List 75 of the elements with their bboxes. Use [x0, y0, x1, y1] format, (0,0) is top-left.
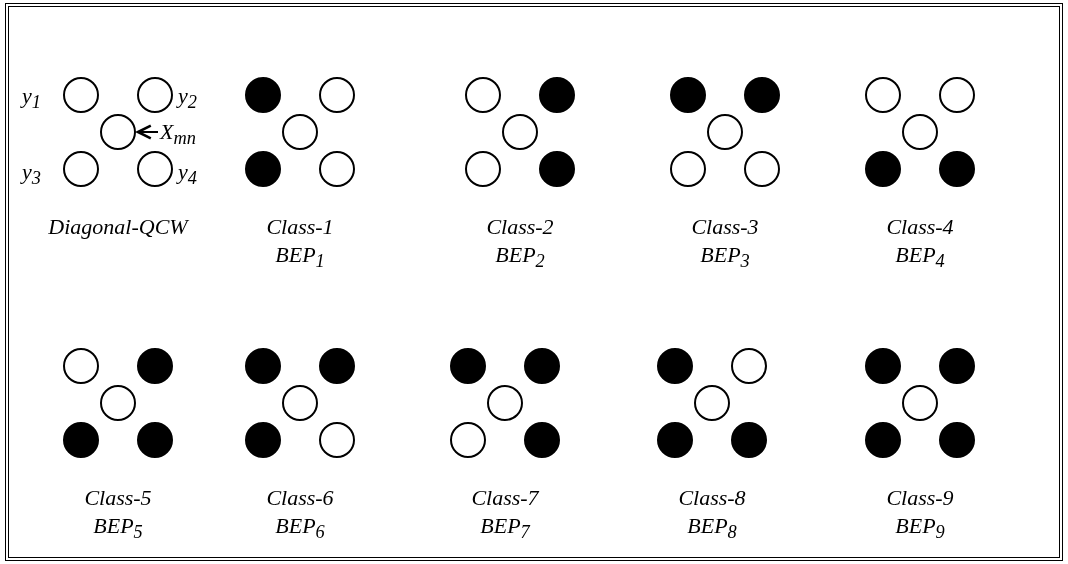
filled-circle — [137, 348, 173, 384]
open-circle — [865, 77, 901, 113]
open-circle — [63, 77, 99, 113]
open-circle — [319, 422, 355, 458]
open-circle — [100, 385, 136, 421]
arrow — [136, 124, 159, 140]
open-circle — [465, 151, 501, 187]
caption: BEP$_{2}$ — [495, 243, 545, 274]
open-circle — [707, 114, 743, 150]
caption: BEP$_{9}$ — [895, 514, 945, 545]
filled-circle — [865, 151, 901, 187]
filled-circle — [63, 422, 99, 458]
caption: BEP$_{7}$ — [480, 514, 530, 545]
open-circle — [137, 77, 173, 113]
filled-circle — [939, 151, 975, 187]
filled-circle — [657, 348, 693, 384]
caption: BEP$_{6}$ — [275, 514, 325, 545]
filled-circle — [539, 77, 575, 113]
filled-circle — [245, 422, 281, 458]
open-circle — [100, 114, 136, 150]
filled-circle — [524, 422, 560, 458]
filled-circle — [865, 348, 901, 384]
port-label: y$_{3}$ — [22, 160, 41, 191]
open-circle — [465, 77, 501, 113]
open-circle — [450, 422, 486, 458]
filled-circle — [245, 151, 281, 187]
open-circle — [694, 385, 730, 421]
open-circle — [487, 385, 523, 421]
open-circle — [939, 77, 975, 113]
open-circle — [137, 151, 173, 187]
filled-circle — [539, 151, 575, 187]
caption: BEP$_{8}$ — [687, 514, 737, 545]
filled-circle — [245, 77, 281, 113]
caption: Class-3 — [691, 215, 759, 239]
caption: Class-7 — [471, 486, 539, 510]
filled-circle — [137, 422, 173, 458]
open-circle — [502, 114, 538, 150]
open-circle — [902, 385, 938, 421]
caption: BEP$_{1}$ — [275, 243, 325, 274]
open-circle — [63, 151, 99, 187]
port-label: y$_{1}$ — [22, 84, 41, 115]
filled-circle — [670, 77, 706, 113]
filled-circle — [319, 348, 355, 384]
filled-circle — [450, 348, 486, 384]
caption: BEP$_{5}$ — [93, 514, 143, 545]
open-circle — [319, 151, 355, 187]
filled-circle — [657, 422, 693, 458]
caption: Diagonal-QCW — [48, 215, 188, 239]
filled-circle — [865, 422, 901, 458]
caption: Class-4 — [886, 215, 954, 239]
filled-circle — [744, 77, 780, 113]
open-circle — [63, 348, 99, 384]
caption: Class-9 — [886, 486, 954, 510]
caption: Class-6 — [266, 486, 334, 510]
caption: Class-5 — [84, 486, 152, 510]
port-label: y$_{4}$ — [178, 160, 197, 191]
open-circle — [319, 77, 355, 113]
symbol-label: X$_{mn}$ — [160, 120, 196, 151]
caption: BEP$_{4}$ — [895, 243, 945, 274]
filled-circle — [245, 348, 281, 384]
caption: Class-1 — [266, 215, 334, 239]
caption: Class-2 — [486, 215, 554, 239]
open-circle — [731, 348, 767, 384]
filled-circle — [731, 422, 767, 458]
open-circle — [902, 114, 938, 150]
open-circle — [744, 151, 780, 187]
open-circle — [670, 151, 706, 187]
filled-circle — [524, 348, 560, 384]
open-circle — [282, 114, 318, 150]
port-label: y$_{2}$ — [178, 84, 197, 115]
caption: BEP$_{3}$ — [700, 243, 750, 274]
open-circle — [282, 385, 318, 421]
filled-circle — [939, 422, 975, 458]
caption: Class-8 — [678, 486, 746, 510]
filled-circle — [939, 348, 975, 384]
